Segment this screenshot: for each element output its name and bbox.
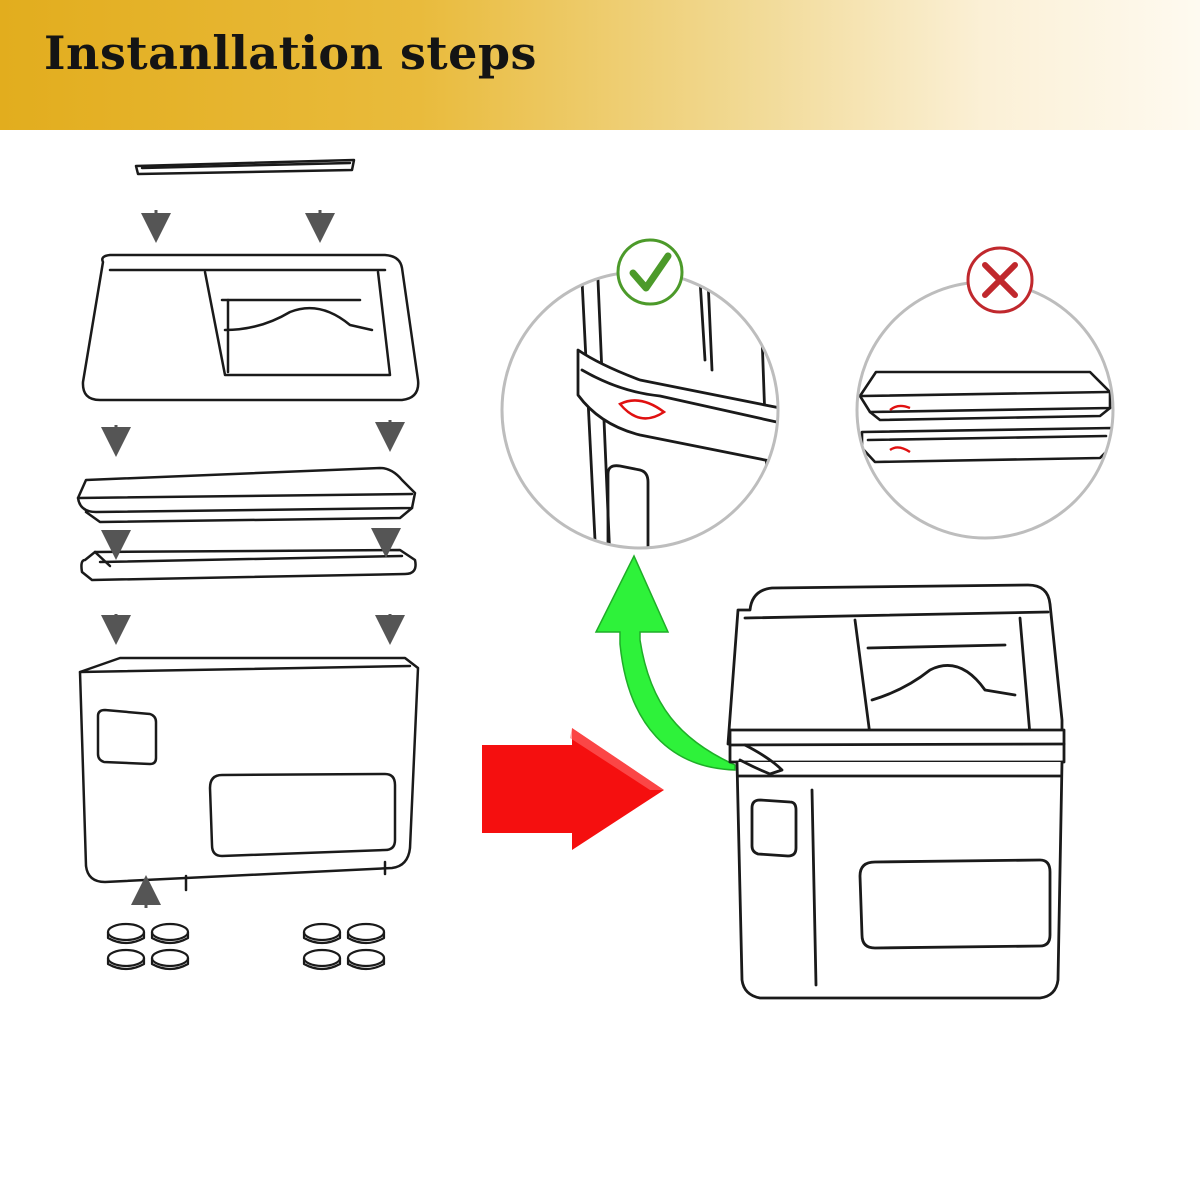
incorrect-detail-circle (855, 280, 1115, 540)
tray-plate-part (76, 466, 417, 524)
latch-highlight (618, 399, 667, 420)
base-box-part (78, 656, 420, 892)
ring-frame-part (80, 548, 417, 582)
cross-icon (966, 246, 1034, 314)
correct-detail-circle (500, 270, 780, 550)
feet-pads (106, 922, 386, 971)
assembled-dispenser (726, 583, 1066, 1000)
step-arrows (101, 210, 405, 908)
installation-diagram (76, 158, 1115, 1000)
page-title: Instanllation steps (44, 26, 537, 80)
top-cover-part (134, 158, 356, 176)
latch-highlight (889, 446, 911, 454)
header-banner: Instanllation steps (0, 0, 1200, 130)
latch-highlight (889, 404, 911, 411)
checkmark-icon (616, 238, 684, 306)
red-arrow-icon (482, 728, 664, 850)
green-curved-arrow-icon (594, 554, 736, 771)
lid-part (81, 253, 420, 402)
exploded-view (76, 158, 420, 971)
